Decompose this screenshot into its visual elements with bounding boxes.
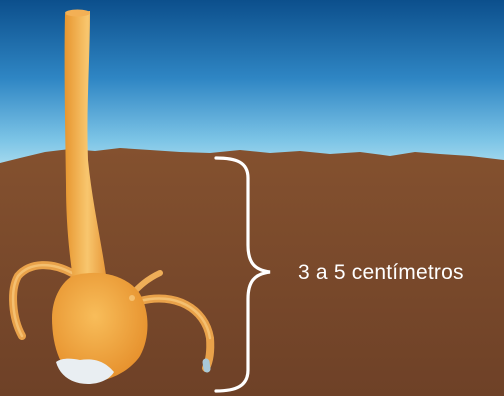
depth-label: 3 a 5 centímetros: [298, 261, 464, 285]
